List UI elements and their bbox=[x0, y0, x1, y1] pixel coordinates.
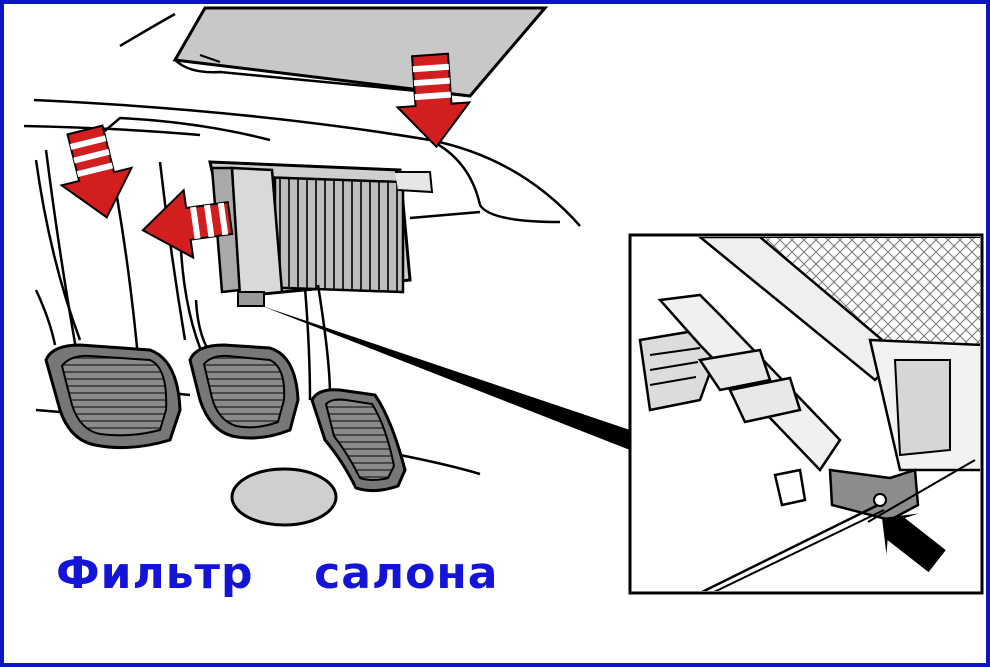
black-arrow-icon bbox=[882, 513, 946, 573]
floor-pad bbox=[230, 467, 338, 527]
detail-inset bbox=[628, 233, 984, 595]
caption-cabin-filter: Фильтр салона bbox=[56, 548, 499, 599]
callout-pointer bbox=[262, 306, 630, 450]
glovebox-panel bbox=[172, 6, 549, 98]
pedal-clutch bbox=[44, 343, 182, 450]
pedal-brake bbox=[188, 343, 300, 440]
dashboard-outline bbox=[23, 12, 581, 476]
pedal-accelerator bbox=[310, 388, 407, 493]
cabin-filter bbox=[208, 160, 434, 307]
down-arrow-icon bbox=[395, 52, 472, 149]
filter-clip bbox=[828, 468, 920, 522]
down-arrow-icon bbox=[59, 124, 134, 219]
left-arrow-icon bbox=[141, 188, 234, 260]
